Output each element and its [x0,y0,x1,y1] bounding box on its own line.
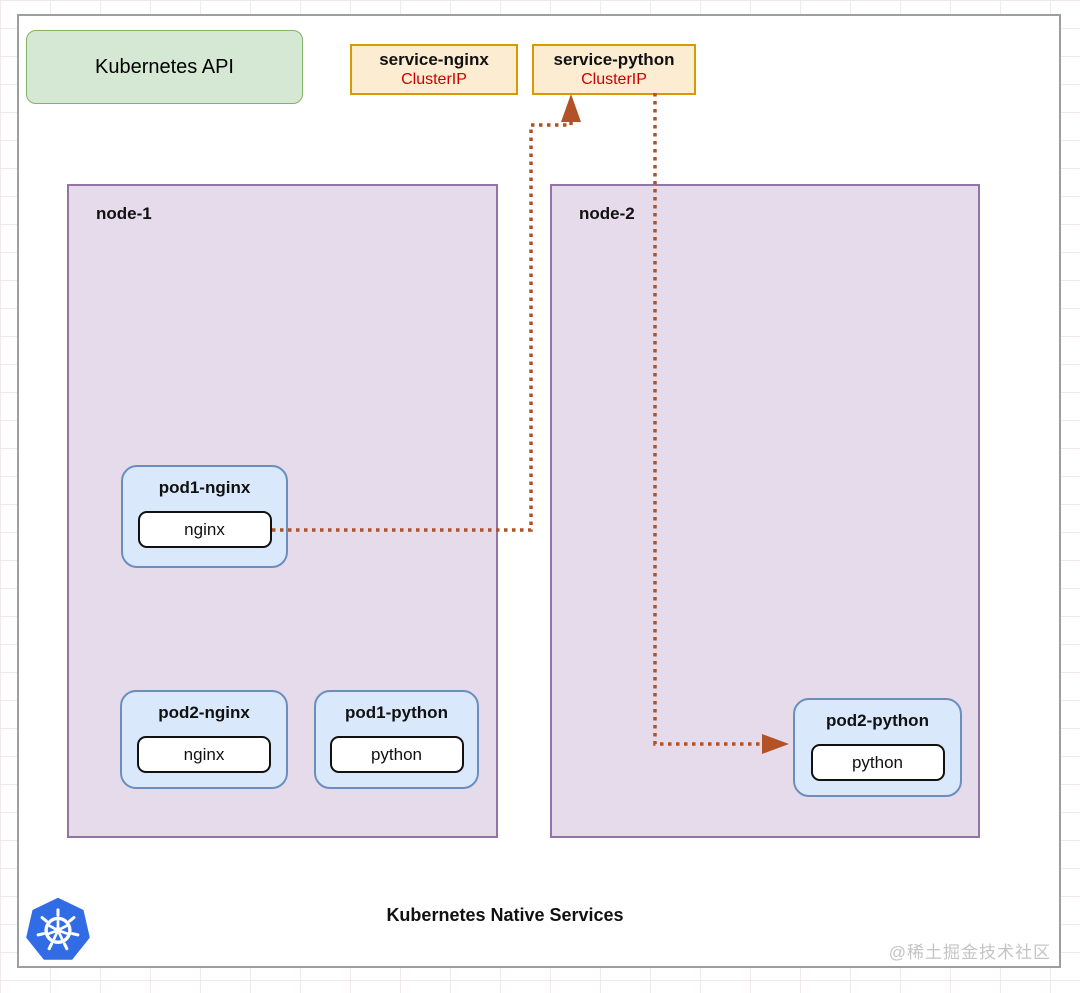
kubernetes-logo-icon [26,897,90,960]
service-name: service-python [553,49,675,69]
pod-label: pod2-nginx [158,703,250,722]
container-nginx: nginx [137,511,272,548]
service-python-box: service-python ClusterIP [532,44,696,95]
container-nginx: nginx [137,736,271,773]
kubernetes-api-box: Kubernetes API [26,30,303,104]
pod-pod1-python: pod1-python python [314,690,479,789]
kubernetes-api-label: Kubernetes API [95,55,234,78]
service-type: ClusterIP [401,71,467,89]
pod-label: pod1-python [345,703,448,722]
service-type: ClusterIP [581,71,647,89]
service-name: service-nginx [379,49,489,69]
pod-pod2-nginx: pod2-nginx nginx [120,690,288,789]
pod-label: pod1-nginx [158,478,251,497]
node-label: node-2 [579,204,635,223]
container-label: nginx [184,519,225,539]
diagram-canvas: Kubernetes API service-nginx ClusterIP s… [17,14,1061,968]
pod-pod1-nginx: pod1-nginx nginx [121,465,288,568]
service-nginx-box: service-nginx ClusterIP [350,44,518,95]
container-python: python [329,736,464,773]
pod-pod2-python: pod2-python python [793,698,962,797]
container-label: python [851,752,904,772]
pod-label: pod2-python [826,711,929,730]
container-python: python [810,744,945,781]
watermark: @稀土掘金技术社区 [888,943,1051,962]
container-label: nginx [183,744,225,764]
container-label: python [370,744,423,764]
diagram-title: Kubernetes Native Services [386,905,624,925]
node-label: node-1 [96,204,152,223]
